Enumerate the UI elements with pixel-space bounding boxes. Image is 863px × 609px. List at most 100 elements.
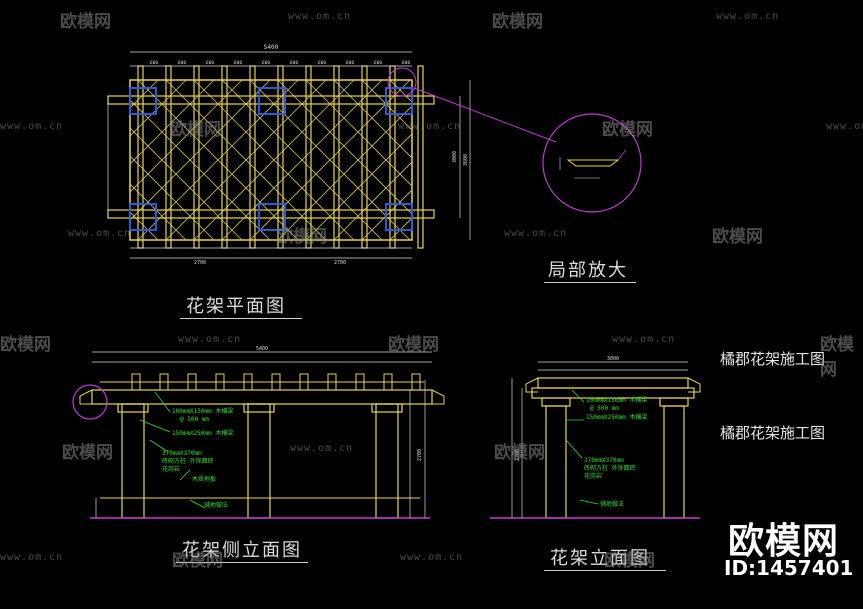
watermark-url: www.om.cn (612, 334, 676, 345)
side-rafters (100, 373, 424, 391)
detail-title-underline (544, 282, 636, 283)
lattice-line (305, 133, 412, 240)
plan-column (258, 203, 286, 231)
plan-segment-dim: 600 (318, 60, 326, 66)
plan-columns (129, 87, 413, 231)
plan-depth-dim: 3000 (452, 151, 458, 163)
side-annotation-leaders (139, 391, 206, 509)
front-total-dim: 3000 (607, 356, 619, 362)
plan-column (385, 87, 413, 115)
front-dimensions (511, 361, 688, 518)
watermark-url: www.om.cn (400, 552, 464, 563)
project-note: 橘郡花架施工图 (720, 350, 826, 368)
front-column-cap (541, 397, 571, 407)
front-column (545, 405, 567, 519)
front-note-column-1: 砖砌方柱 外饰面砖 (584, 464, 636, 472)
plan-rafter (417, 65, 424, 249)
plan-detail-marker (387, 67, 417, 97)
plan-title-underline (180, 318, 302, 319)
watermark-url: www.om.cn (826, 121, 863, 132)
plan-segment-dim: 600 (206, 60, 214, 66)
lattice-line (333, 161, 412, 240)
front-note-top-beam: 100mmX150mm 木横梁 (586, 396, 647, 404)
lattice-line (130, 80, 159, 109)
watermark-logo: 欧模网 (712, 227, 763, 247)
side-elevation: 5400 2700 100mmX150mm 木横梁 @ 500 mm 150mm… (72, 346, 445, 519)
watermark-logo: 欧模网 (492, 12, 543, 32)
plan-depth-total-dim: 3600 (463, 154, 469, 166)
watermark-url: www.om.cn (178, 334, 242, 345)
side-detail-marker (72, 384, 108, 420)
side-column (375, 403, 399, 519)
side-columns (117, 403, 403, 519)
watermark-logo: 欧模网 (60, 12, 111, 32)
plan-column (129, 203, 157, 231)
side-note-floor: 木质地板 (192, 475, 216, 483)
watermark-url: www.om.cn (68, 228, 132, 239)
watermark-logo: 欧模网 (602, 120, 653, 140)
front-note-main-beam: 150mmX250mm 木横梁 (586, 413, 647, 421)
side-note-spacing: @ 500 mm (180, 416, 209, 423)
front-note-column-2: 花岗岩 (584, 472, 602, 480)
plan-segment-dim: 600 (234, 60, 242, 66)
plan-segment-dim: 600 (402, 60, 410, 66)
brand-id: ID:1457401 (724, 556, 854, 580)
front-title-underline (544, 570, 666, 571)
front-elevation-title: 花架立面图 (550, 548, 650, 569)
side-column (247, 403, 271, 519)
lattice-line (130, 80, 187, 137)
side-beam-end-left (79, 389, 93, 405)
watermark-logo: 欧模网 (494, 443, 545, 463)
side-note-top-beam: 100mmX150mm 木横梁 (172, 407, 233, 415)
side-total-dim: 5400 (256, 346, 268, 352)
side-column (121, 403, 145, 519)
side-column-cap (243, 403, 275, 413)
side-dimensions (92, 351, 432, 518)
plan-half-dim-right: 2700 (334, 260, 346, 266)
project-note: 橘郡花架施工图 (720, 424, 826, 442)
plan-segment-dim: 600 (178, 60, 186, 66)
plan-rafters (137, 65, 424, 249)
side-note-main-beam: 150mmX250mm 木横梁 (172, 429, 233, 437)
lattice-line (130, 211, 159, 240)
watermark-logo: 欧模网 (170, 120, 221, 140)
side-note-column-1: 砖砌方柱 外饰面砖 (162, 457, 214, 465)
side-title-underline (176, 562, 308, 563)
plan-view: 5400 2700 2700 3000 3600 600 600 600 600 600… (107, 44, 557, 266)
detail-leader-line (413, 87, 557, 143)
detail-title: 局部放大 (548, 260, 628, 281)
plan-title: 花架平面图 (186, 296, 286, 317)
front-elevation: 3000 2700 100mmX150mm 木横梁 @ 500 mm 150mm… (490, 356, 701, 519)
watermark-url: www.om.cn (716, 11, 780, 22)
front-annotation-leaders (565, 389, 599, 505)
side-note-column-2: 花岗岩 (162, 465, 180, 473)
watermark-logo: 欧模网 (820, 335, 854, 380)
watermark-logo: 欧模网 (0, 335, 51, 355)
front-top-beam (537, 377, 689, 389)
plan-segment-dim: 600 (374, 60, 382, 66)
plan-column (129, 87, 157, 115)
front-note-ground: 铺地做法 (600, 500, 624, 508)
front-column (663, 405, 685, 519)
plan-column (385, 203, 413, 231)
lattice-line (130, 80, 243, 193)
lattice-line (361, 80, 412, 131)
detail-view (542, 113, 642, 213)
lattice-line (137, 80, 299, 240)
watermark-logo: 欧模网 (604, 551, 655, 571)
side-note-column: 370mmX370mm (162, 450, 202, 457)
watermark-url: www.om.cn (288, 11, 352, 22)
plan-dimensions (107, 51, 471, 259)
brand-name: 欧模网 (728, 521, 840, 562)
lattice-line (130, 80, 215, 165)
plan-column (258, 87, 286, 115)
plan-segment-dim: 600 (262, 60, 270, 66)
plan-total-dim: 5400 (264, 44, 279, 51)
front-columns (541, 397, 689, 519)
side-column-cap (371, 403, 403, 413)
plan-half-dim-left: 2700 (194, 260, 206, 266)
lattice-line (165, 80, 327, 240)
lattice-line (333, 80, 412, 159)
